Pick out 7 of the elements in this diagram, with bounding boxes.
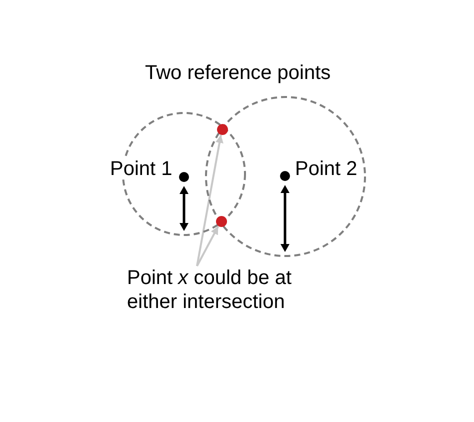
diagram-title: Two reference points [145, 63, 331, 83]
intersection-dot-icon [216, 216, 226, 226]
leader-line [196, 134, 224, 266]
annotation-text: Point x could be at either intersection [127, 266, 312, 314]
leader-line [196, 226, 220, 266]
point-label: Point 1 [110, 159, 172, 179]
intersection-dot-icon [216, 124, 228, 134]
